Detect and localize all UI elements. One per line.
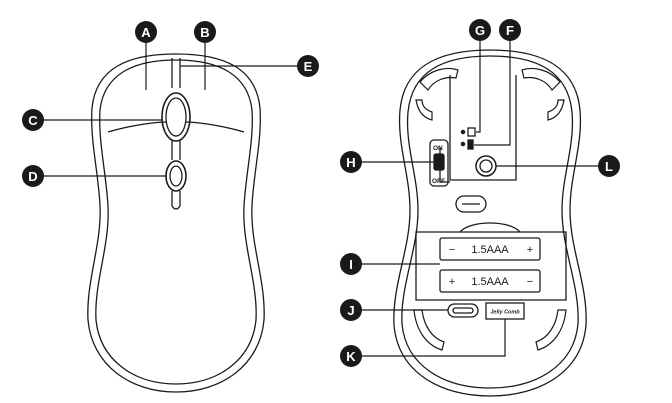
callout-l: L <box>598 155 620 177</box>
battery-2-left-sign: + <box>449 276 455 288</box>
svg-text:I: I <box>349 257 353 272</box>
callout-j: J <box>340 299 362 321</box>
battery-2-right-sign: − <box>527 276 533 288</box>
glide-pad-bottom-left <box>413 309 445 351</box>
receiver-slot-inner <box>452 307 474 314</box>
dpi-button-inner <box>169 165 183 187</box>
callout-d: D <box>22 165 44 187</box>
battery-2-label: 1.5AAA <box>471 276 509 288</box>
battery-1-right-sign: + <box>527 244 533 256</box>
glide-pad-bottom-right <box>535 309 567 351</box>
glide-pad-top-right-2 <box>547 99 565 121</box>
battery-compartment-top-arc <box>459 222 521 233</box>
center-bump <box>455 195 487 213</box>
svg-text:G: G <box>475 23 485 38</box>
scroll-wheel <box>161 92 191 142</box>
leader-g <box>476 40 481 133</box>
mouse-top-view <box>87 53 265 393</box>
callout-a: A <box>135 21 157 43</box>
callout-e: E <box>297 55 319 77</box>
callout-k: K <box>340 345 362 367</box>
indicator-icon-g <box>467 127 476 137</box>
top-view-button-split <box>107 121 245 133</box>
top-view-tail <box>171 191 181 210</box>
indicator-dot-f <box>460 141 466 147</box>
battery-compartment <box>415 231 567 301</box>
connect-button-inner <box>479 159 493 173</box>
top-view-channel <box>171 141 181 160</box>
mouse-bottom-view <box>393 49 587 397</box>
callout-c: C <box>22 109 44 131</box>
battery-2-body <box>439 269 541 293</box>
bottom-view-outer-shell <box>393 49 587 397</box>
scroll-wheel-inner <box>165 97 187 137</box>
svg-text:H: H <box>346 155 355 170</box>
glide-pad-top-right <box>521 67 561 91</box>
battery-1-left-sign: − <box>449 244 455 256</box>
callout-i: I <box>340 253 362 275</box>
svg-text:C: C <box>28 113 38 128</box>
svg-text:J: J <box>347 303 354 318</box>
svg-text:A: A <box>141 25 151 40</box>
battery-1-body <box>439 237 541 261</box>
callout-badges: A B E C D G F H <box>22 19 620 367</box>
bottom-view-text: ON OFF − 1.5AAA + + 1.5AAA − Jelly Comb <box>432 145 533 316</box>
callout-h: H <box>340 151 362 173</box>
svg-text:E: E <box>304 59 313 74</box>
callout-b: B <box>194 21 216 43</box>
power-switch-housing <box>429 139 449 187</box>
glide-pad-top-left <box>419 67 459 91</box>
svg-text:D: D <box>28 169 37 184</box>
bottom-view-inner-contour <box>401 55 579 389</box>
top-view-inner-contour <box>95 59 257 385</box>
top-view-outer-shell <box>87 53 265 393</box>
callout-g: G <box>469 19 491 41</box>
sensor-panel <box>449 75 517 181</box>
leader-f <box>474 40 511 146</box>
callout-f: F <box>499 19 521 41</box>
indicator-dot-g <box>460 129 466 135</box>
top-view-center-slot <box>171 58 181 88</box>
svg-text:K: K <box>346 349 356 364</box>
indicator-icon-f <box>467 139 474 150</box>
switch-off-label: OFF <box>432 178 445 185</box>
svg-text:B: B <box>200 25 209 40</box>
connect-button <box>475 155 497 177</box>
battery-1-label: 1.5AAA <box>471 244 509 256</box>
switch-on-label: ON <box>433 145 443 152</box>
svg-text:F: F <box>506 23 514 38</box>
power-switch-knob <box>433 153 445 171</box>
brand-label-text: Jelly Comb <box>490 310 520 316</box>
svg-text:L: L <box>605 159 613 174</box>
glide-pad-top-left-2 <box>415 99 433 121</box>
callout-leaders <box>44 40 598 357</box>
leader-k <box>362 319 506 357</box>
